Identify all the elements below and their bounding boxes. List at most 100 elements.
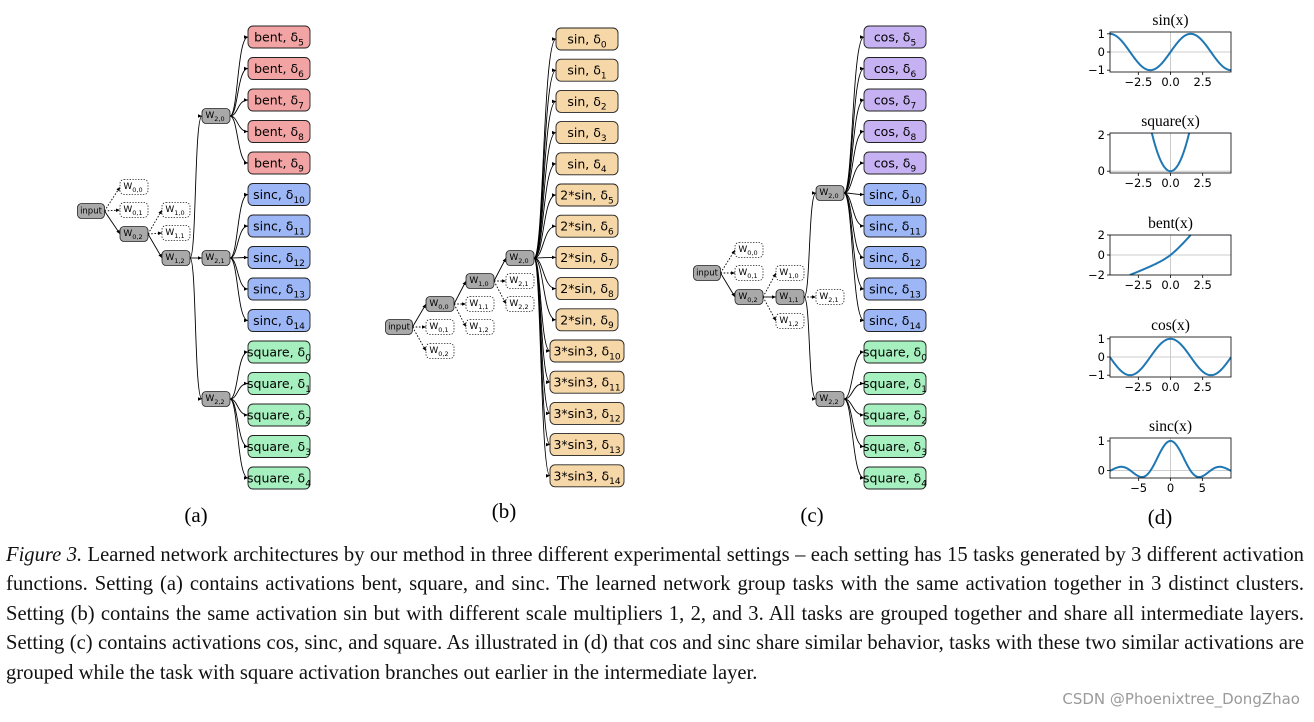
function-curve [1110, 439, 1231, 478]
task-node-box [247, 435, 311, 458]
task-edge [533, 255, 557, 260]
task-node-box [555, 183, 619, 207]
layer-node-label: W2,1 [819, 292, 838, 304]
task-node-box [549, 464, 625, 488]
task-edge [229, 398, 249, 449]
x-tick-label: 5 [1199, 481, 1206, 495]
task-node-label: 2*sin, δ6 [560, 219, 614, 238]
active-edge [803, 296, 817, 401]
layer-node-label: W0,1 [123, 205, 142, 217]
x-tick-label: 0.0 [1161, 176, 1179, 190]
task-node-box [555, 245, 619, 269]
layer-node-label: W1,1 [469, 299, 488, 311]
panel-d-label: (d) [1148, 505, 1173, 529]
task-node-label: square, δ0 [247, 345, 311, 364]
active-edge [720, 272, 736, 298]
y-tick-label: −1 [1088, 63, 1105, 77]
layer-node-label: W2,1 [205, 253, 224, 265]
layer-node-label: W1,2 [165, 253, 184, 265]
task-node-box [863, 372, 927, 395]
task-node-label: 2*sin, δ5 [560, 188, 613, 207]
plot-title: square(x) [1141, 113, 1200, 130]
panel-c-hidden-nodes: W0,0W0,1W0,2W1,0W1,1W1,2W2,0W2,1W2,2inpu… [693, 185, 845, 407]
layer-node-label: W1,0 [779, 268, 798, 280]
layer-node-label: W0,2 [738, 292, 757, 304]
layer-node-label: W0,1 [738, 268, 757, 280]
x-tick-label: −2.5 [1124, 75, 1152, 89]
task-node-label: 3*sin3, δ13 [553, 437, 620, 456]
task-node-label: square, δ4 [863, 471, 927, 490]
task-edge [229, 398, 249, 480]
layer-node-label: W0,2 [429, 346, 448, 358]
task-node-box [863, 120, 927, 143]
task-node-box [247, 340, 311, 364]
task-node-box [247, 88, 311, 112]
task-node-label: cos, δ5 [874, 30, 916, 49]
task-edge [533, 130, 557, 259]
task-edge [229, 192, 249, 259]
inactive-layer-node [815, 289, 845, 305]
inactive-layer-node [775, 265, 805, 281]
y-tick-label: −2 [1088, 268, 1105, 282]
task-node-label: sinc, δ13 [869, 282, 921, 301]
task-edge [843, 381, 865, 400]
layer-node-label: W1,1 [165, 228, 184, 240]
active-edge [412, 303, 427, 328]
inactive-layer-node [775, 313, 805, 329]
task-node-label: bent, δ8 [254, 124, 304, 143]
task-node-box [555, 27, 619, 51]
task-node-label: 2*sin, δ9 [560, 312, 614, 331]
task-node-box [247, 214, 311, 238]
task-node-label: cos, δ9 [874, 156, 917, 175]
x-tick-label: 0.0 [1161, 75, 1179, 89]
task-node-label: square, δ0 [863, 345, 927, 364]
input-node-label: input [696, 269, 719, 279]
task-node-label: 3*sin3, δ12 [553, 406, 620, 425]
task-edge [229, 224, 249, 259]
x-tick-label: 0.0 [1161, 278, 1179, 292]
task-edge [843, 192, 865, 323]
active-edge [189, 114, 203, 259]
task-edge [229, 115, 249, 165]
task-node-box [247, 151, 311, 175]
y-tick-label: 1 [1098, 332, 1105, 346]
y-tick-label: 1 [1098, 27, 1105, 41]
task-node-box [549, 339, 625, 363]
plot-title: sin(x) [1152, 12, 1188, 29]
x-tick-label: −2.5 [1124, 278, 1152, 292]
task-node-label: sin, δ4 [567, 156, 607, 175]
figure-caption-text: Learned network architectures by our met… [6, 544, 1304, 684]
task-node-box [555, 121, 619, 145]
task-node-box [247, 403, 311, 427]
task-node-label: square, δ2 [247, 408, 311, 427]
inactive-edge [762, 272, 777, 298]
task-node-label: sinc, δ12 [869, 250, 921, 269]
inactive-edge [720, 249, 736, 274]
active-layer-node [119, 226, 149, 242]
panel-b-hidden-nodes: W0,0W0,1W0,2W1,0W1,1W1,2W2,0W2,1W2,2inpu… [385, 250, 535, 359]
x-tick-label: 2.5 [1194, 176, 1212, 190]
task-node-box [247, 466, 311, 490]
input-node-label: input [388, 323, 411, 333]
task-node-box [863, 151, 927, 175]
task-node-box [555, 214, 619, 238]
task-node-box [863, 183, 927, 206]
active-layer-node [201, 250, 231, 266]
task-node-box [863, 435, 927, 458]
inactive-layer-node [161, 202, 191, 218]
active-edge [493, 257, 507, 282]
inactive-edge [453, 303, 467, 328]
function-curve [1110, 337, 1231, 377]
task-node-label: sinc, δ11 [253, 219, 305, 238]
layer-node-label: W0,0 [429, 299, 448, 311]
task-node-label: 2*sin, δ7 [560, 250, 613, 269]
task-node-box [247, 372, 311, 395]
layer-node-label: W2,2 [819, 394, 838, 406]
task-node-box [549, 401, 625, 425]
panel-c-label: (c) [800, 503, 823, 527]
